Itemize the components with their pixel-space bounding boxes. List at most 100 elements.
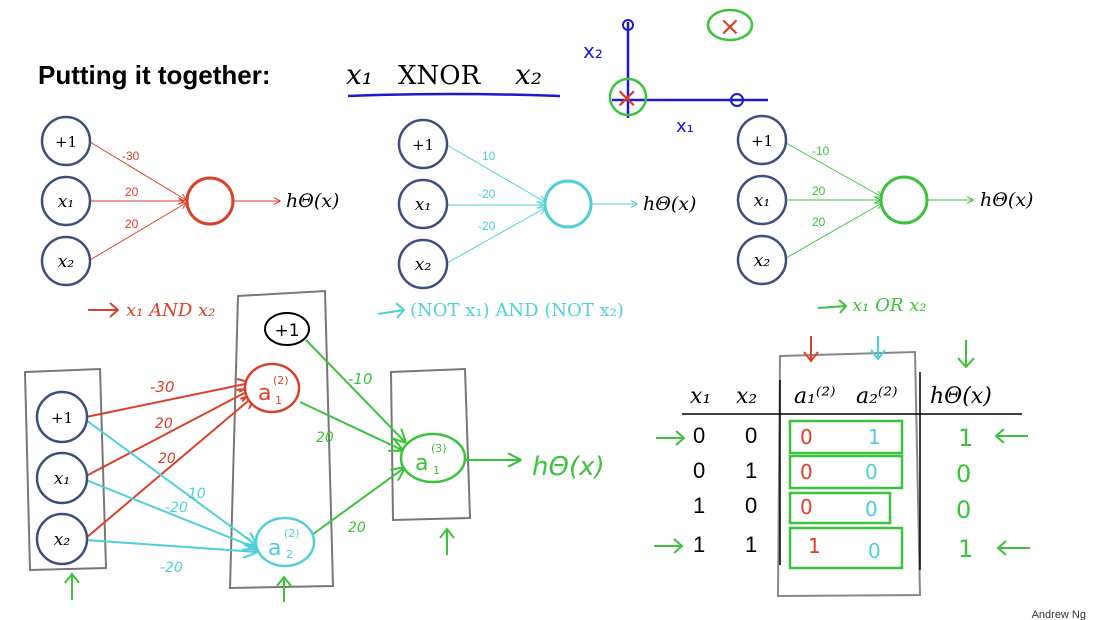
node-label: x₂ <box>415 255 432 275</box>
output-label: hΘ(x) <box>980 189 1033 211</box>
weight-label: 10 <box>188 486 206 502</box>
node-label: +1 <box>55 133 77 151</box>
cross-mark: × <box>615 81 638 114</box>
weight-label: -10 <box>812 144 830 158</box>
node-label: x₁ <box>415 195 431 215</box>
network-caption: (NOT x₁) AND (NOT x₂) <box>410 300 624 321</box>
green-circle-highlight <box>608 77 648 117</box>
hidden-neuron-a1 <box>243 362 301 414</box>
hidden-bias-node <box>264 312 310 346</box>
neuron-label-sub: 2 <box>286 548 293 561</box>
input-node-x2 <box>35 512 89 566</box>
green-circle-highlight <box>706 8 754 42</box>
output-label: hΘ(x) <box>643 193 696 215</box>
weight-label: 20 <box>316 430 334 446</box>
input-node-x1 <box>35 451 89 505</box>
cell-a1: 0 <box>800 495 813 519</box>
cell-a1: 1 <box>808 534 821 558</box>
xnor-sketch: x₂ x₁ × × <box>583 8 768 137</box>
network-not-and-not: 10 -20 -20 +1 x₁ x₂ hΘ(x) (NOT x₁) AND (… <box>377 118 696 321</box>
circle-mark <box>730 93 744 107</box>
down-arrow-icon <box>957 340 975 369</box>
output-neuron-a3 <box>399 432 467 484</box>
cell-h: 1 <box>958 535 973 563</box>
up-arrow-icon <box>64 572 80 600</box>
right-arrow-icon <box>656 430 686 446</box>
layer-box <box>228 289 335 590</box>
weight-label: -10 <box>348 370 373 388</box>
node-label: +1 <box>412 136 434 154</box>
left-arrow-icon <box>996 540 1030 556</box>
sketch-x-label: x₁ <box>676 116 694 137</box>
input-node-bias <box>736 114 788 166</box>
combined-output-label: hΘ(x) <box>532 452 605 482</box>
input-node-bias <box>35 390 89 444</box>
cell-a2: 1 <box>868 425 881 449</box>
node-label: x₁ <box>754 191 770 211</box>
output-neuron <box>185 176 235 226</box>
neuron-label-sup: (2) <box>273 374 289 387</box>
node-label: +1 <box>751 132 773 150</box>
table-header: x₁ <box>690 384 711 409</box>
table-header: a₁⁽²⁾ <box>794 384 836 409</box>
input-node-bias <box>40 115 92 167</box>
weight-label: 20 <box>812 184 826 198</box>
cell-x1: 1 <box>693 493 705 518</box>
weight-label: 20 <box>125 185 139 199</box>
neuron-label-sub: 1 <box>433 464 440 477</box>
cell-a2: 0 <box>865 497 878 521</box>
output-neuron <box>879 175 929 225</box>
cell-x2: 0 <box>745 493 757 518</box>
weight-label: -20 <box>478 219 496 233</box>
node-label: x₂ <box>54 530 71 550</box>
cell-h: 1 <box>958 424 973 452</box>
cell-x1: 0 <box>693 423 705 448</box>
neuron-label-base: a <box>268 536 281 561</box>
weight-label: 20 <box>125 217 139 231</box>
up-arrow-icon <box>276 575 292 602</box>
cell-h: 0 <box>956 496 971 524</box>
input-node-x2 <box>40 235 92 287</box>
cell-a1: 0 <box>800 460 813 484</box>
network-and: -30 20 20 +1 x₁ x₂ hΘ(x) x₁ AND x₂ <box>40 115 339 321</box>
footer-credit: Andrew Ng <box>1032 609 1086 620</box>
network-caption: x₁ OR x₂ <box>852 295 927 316</box>
weight-label: 20 <box>348 520 366 536</box>
input-node-x2 <box>736 234 788 286</box>
input-node-x2 <box>397 238 449 290</box>
cell-a2: 0 <box>868 539 881 563</box>
weight-label: 20 <box>155 416 173 432</box>
cell-x1: 0 <box>693 458 705 483</box>
weight-label: -20 <box>478 187 496 201</box>
node-label: x₁ <box>54 469 70 489</box>
hidden-neuron-a2 <box>254 516 316 568</box>
weight-label: 20 <box>158 451 176 467</box>
weight-label: 10 <box>482 149 496 163</box>
table-row: 0 1 0 0 0 <box>693 454 971 490</box>
title-op: XNOR <box>398 61 482 91</box>
left-arrow-icon <box>994 428 1028 444</box>
node-label: +1 <box>274 321 299 341</box>
table-header: hΘ(x) <box>930 384 992 409</box>
input-node-bias <box>397 118 449 170</box>
weight-label: -20 <box>165 500 188 516</box>
table-row: 1 0 0 0 0 <box>693 491 971 525</box>
cell-x2: 0 <box>745 423 757 448</box>
output-neuron <box>543 179 593 229</box>
node-label: x₁ <box>58 192 74 212</box>
weight-label: -30 <box>122 149 140 163</box>
cell-x2: 1 <box>745 532 757 557</box>
title-x2: x₂ <box>515 58 542 91</box>
circle-mark <box>622 19 634 31</box>
table-header: x₂ <box>736 384 757 409</box>
input-node-x1 <box>397 178 449 230</box>
down-arrow-icon <box>870 336 886 361</box>
layer-box <box>23 367 108 572</box>
neuron-label-base: a <box>415 451 428 476</box>
right-arrow-icon <box>654 538 684 554</box>
neuron-label-sup: (2) <box>284 527 300 540</box>
neuron-label-sub: 1 <box>275 394 282 407</box>
table-row: 0 0 0 1 1 <box>693 419 973 455</box>
input-node-x1 <box>40 175 92 227</box>
weight-label: -30 <box>150 378 175 396</box>
